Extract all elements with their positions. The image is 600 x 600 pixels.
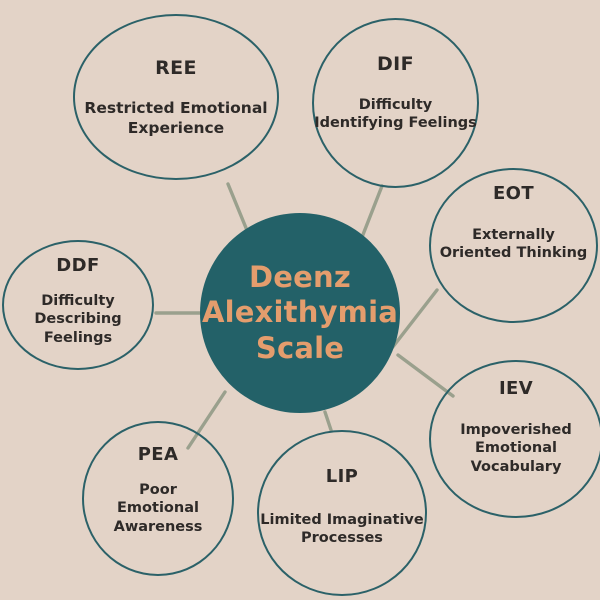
node-lip-code: LIP bbox=[325, 466, 359, 487]
node-ddf[interactable]: DDF Difficulty Describing Feelings bbox=[2, 240, 154, 370]
node-ree[interactable]: REE Restricted Emotional Experience bbox=[73, 14, 279, 180]
node-lip[interactable]: LIP Limited Imaginative Processes bbox=[257, 430, 427, 596]
central-hub[interactable]: Deenz Alexithymia Scale bbox=[200, 213, 400, 413]
node-eot-label: Externally Oriented Thinking bbox=[439, 226, 588, 262]
node-dif-label: Difficulty Identifying Feelings bbox=[314, 96, 477, 132]
node-pea-code: PEA bbox=[137, 444, 179, 465]
node-iev[interactable]: IEV Impoverished Emotional Vocabulary bbox=[429, 360, 600, 518]
node-ddf-code: DDF bbox=[56, 255, 100, 276]
connector-eot bbox=[390, 288, 439, 350]
node-eot[interactable]: EOT Externally Oriented Thinking bbox=[429, 168, 598, 323]
node-iev-label: Impoverished Emotional Vocabulary bbox=[460, 421, 572, 475]
node-lip-label: Limited Imaginative Processes bbox=[260, 511, 424, 547]
node-iev-code: IEV bbox=[498, 378, 534, 399]
node-ddf-label: Difficulty Describing Feelings bbox=[34, 292, 122, 346]
node-dif[interactable]: DIF Difficulty Identifying Feelings bbox=[312, 18, 479, 188]
connector-iev bbox=[396, 353, 455, 398]
node-eot-code: EOT bbox=[492, 183, 535, 204]
node-ree-code: REE bbox=[155, 57, 197, 79]
node-dif-code: DIF bbox=[376, 53, 415, 75]
hub-title: Deenz Alexithymia Scale bbox=[201, 259, 399, 365]
connector-lip bbox=[323, 410, 333, 432]
node-pea[interactable]: PEA Poor Emotional Awareness bbox=[82, 421, 234, 576]
node-pea-label: Poor Emotional Awareness bbox=[113, 481, 203, 535]
node-ree-label: Restricted Emotional Experience bbox=[84, 98, 268, 137]
